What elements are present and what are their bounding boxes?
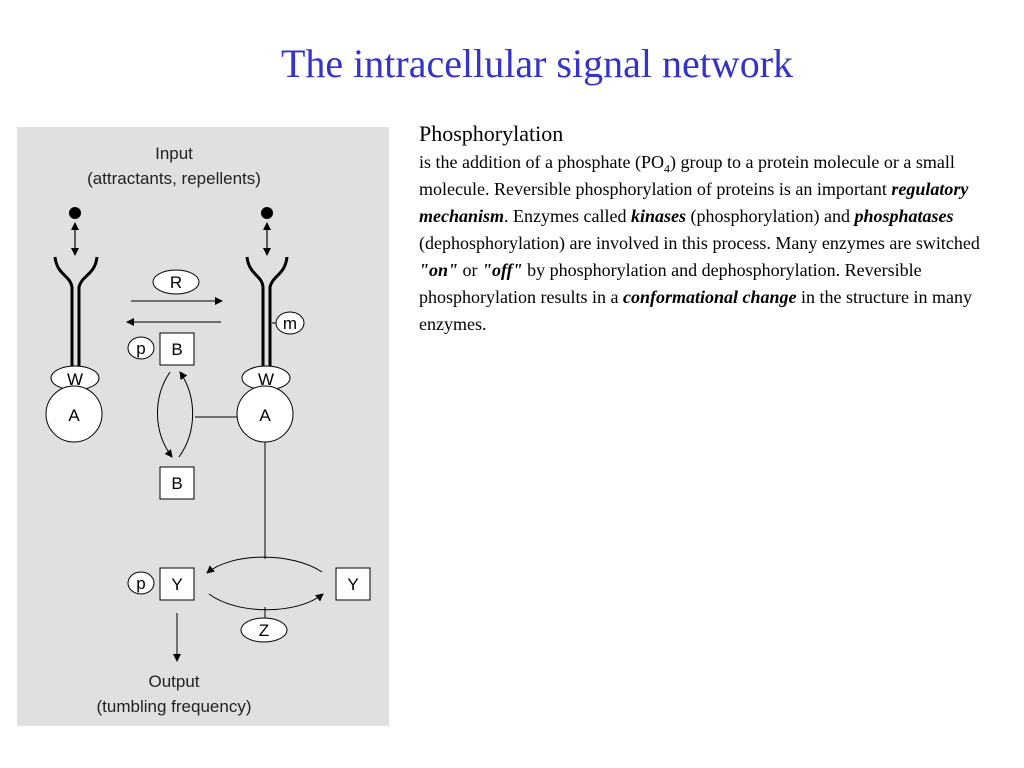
emphasis-on: "on" [419, 260, 458, 280]
phosphorylation-text-panel: Phosphorylation is the addition of a pho… [419, 121, 1009, 338]
body-paragraph: is the addition of a phosphate (PO4) gro… [419, 152, 980, 334]
right-receptor: m W A [236, 207, 305, 443]
svg-text:A: A [68, 406, 80, 425]
y-phospho-box [159, 567, 195, 601]
svg-text:W: W [67, 370, 83, 389]
r-ellipse [152, 269, 200, 295]
left-receptor: W A [45, 207, 103, 443]
section-heading: Phosphorylation [419, 121, 564, 146]
svg-text:p: p [136, 339, 145, 358]
b-phospho-box [159, 332, 195, 366]
svg-text:Y: Y [347, 575, 358, 594]
svg-text:B: B [171, 474, 182, 493]
m-ellipse [275, 311, 305, 335]
input-subtitle: (attractants, repellents) [87, 169, 261, 188]
slide-title: The intracellular signal network [280, 41, 794, 86]
left-a-circle [45, 385, 103, 443]
svg-text:Y: Y [171, 575, 182, 594]
svg-text:m: m [283, 314, 297, 333]
left-ligand-dot [69, 207, 81, 219]
svg-text:B: B [171, 340, 182, 359]
b-phospho-ellipse [127, 336, 155, 360]
emphasis-kinases: kinases [630, 206, 686, 226]
right-ligand-dot [261, 207, 273, 219]
svg-text:R: R [170, 273, 182, 292]
svg-text:Z: Z [259, 621, 269, 640]
output-subtitle: (tumbling frequency) [97, 697, 252, 716]
emphasis-regulatory-mechanism: regulatory mechanism [419, 179, 969, 226]
y-box [335, 567, 371, 601]
b-box [159, 466, 195, 500]
output-label: Output [148, 672, 199, 691]
emphasis-conformational-change: conformational change [622, 287, 797, 307]
signal-network-diagram: Input (attractants, repellents) W A m W … [17, 127, 389, 726]
svg-text:W: W [258, 370, 274, 389]
svg-text:p: p [136, 574, 145, 593]
svg-text:A: A [259, 406, 271, 425]
emphasis-off: "off" [482, 260, 523, 280]
z-ellipse [240, 617, 288, 643]
y-phospho-ellipse [127, 571, 155, 595]
emphasis-phosphatases: phosphatases [854, 206, 954, 226]
input-label: Input [155, 144, 193, 163]
